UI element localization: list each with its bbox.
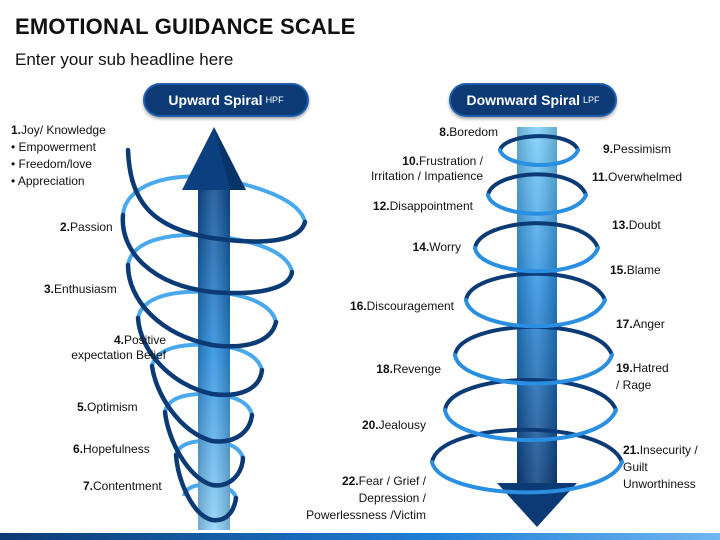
downward-item-9: 9.Pessimism: [603, 142, 672, 156]
upward-spiral-label: Upward Spiral: [168, 92, 263, 108]
upward-item-3: 3.Enthusiasm: [44, 282, 117, 296]
upward-item-1: 1.Joy/ Knowledge: [11, 122, 106, 139]
page-subtitle: Enter your sub headline here: [15, 50, 234, 69]
upward-item-6: 6.Hopefulness: [73, 442, 150, 456]
downward-item-8: 8.Boredom: [439, 125, 498, 139]
upward-bullet-text: Empowerment: [18, 140, 96, 154]
upward-bullet-text: Freedom/love: [18, 157, 92, 171]
downward-item-12: 12.Disappointment: [372, 199, 473, 213]
bottom-accent-bar: [0, 533, 720, 540]
upward-bullet: • Freedom/love: [11, 157, 92, 171]
upward-bullet: • Empowerment: [11, 140, 96, 154]
upward-item-1-text: Joy/ Knowledge: [21, 123, 106, 137]
downward-item-19: 19.Hatred/ Rage: [616, 361, 669, 392]
upward-bullet: • Appreciation: [11, 174, 85, 188]
upward-item-2: 2.Passion: [60, 220, 113, 234]
downward-item-11: 11.Overwhelmed: [592, 170, 683, 184]
upward-item-1-num: 1.: [11, 123, 22, 137]
upward-spiral-front-rings: [120, 147, 308, 523]
downward-spiral-label: Downward Spiral: [466, 92, 581, 108]
upward-spiral-tag: HPF: [265, 95, 284, 105]
upward-bullet-text: Appreciation: [17, 174, 85, 188]
downward-item-17: 17.Anger: [616, 317, 665, 331]
upward-item-5: 5.Optimism: [77, 400, 138, 414]
page-title: EMOTIONAL GUIDANCE SCALE: [15, 14, 356, 39]
downward-item-13: 13.Doubt: [612, 218, 661, 232]
downward-spiral-pill: Downward Spiral LPF: [449, 83, 617, 117]
downward-item-22: 22.Fear / Grief /Depression /Powerlessne…: [306, 474, 426, 522]
downward-item-14: 14.Worry: [412, 240, 461, 254]
upward-spiral-pill: Upward Spiral HPF: [143, 83, 309, 117]
downward-item-15: 15.Blame: [610, 263, 661, 277]
downward-item-20: 20.Jealousy: [361, 418, 426, 432]
upward-item-7: 7.Contentment: [83, 479, 162, 493]
downward-spiral-rings: [430, 134, 624, 495]
upward-arrow: [182, 127, 246, 530]
downward-item-10: 10.Frustration /Irritation / Impatience: [370, 154, 483, 183]
downward-item-18: 18.Revenge: [376, 362, 441, 376]
downward-item-16: 16.Discouragement: [349, 299, 454, 313]
downward-spiral-tag: LPF: [583, 95, 600, 105]
upward-top-list: 1.Joy/ Knowledge • Empowerment • Freedom…: [11, 122, 106, 190]
